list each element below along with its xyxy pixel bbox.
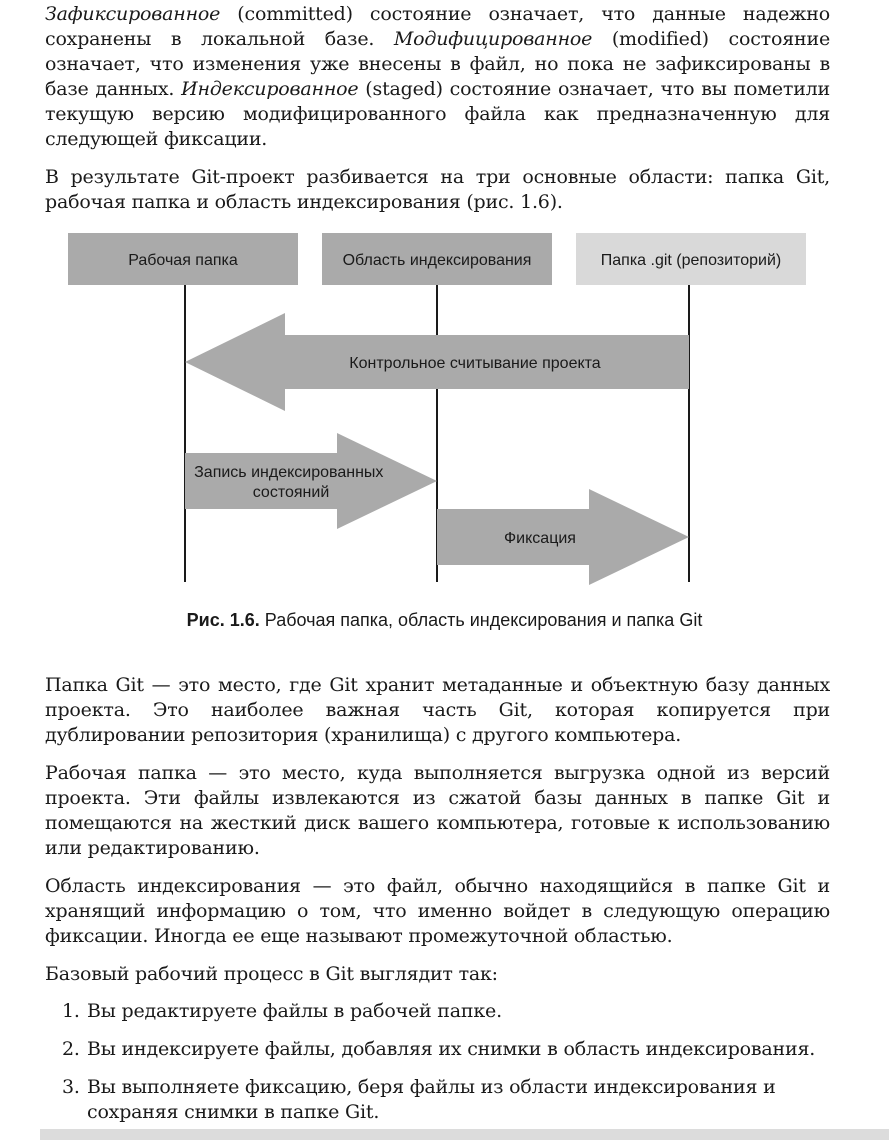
page-footer-bar (40, 1129, 889, 1140)
area-label-staging-area: Область индексирования (343, 252, 532, 269)
arrow-label-line: Фиксация (504, 530, 576, 547)
arrow-label-checkout: Контрольное считывание проекта (349, 355, 601, 372)
paragraph-staging-area: Область индексирования — это файл, обычн… (45, 875, 830, 947)
paragraph-git-folder: Папка Git — это место, где Git хранит ме… (45, 674, 830, 746)
arrow-checkout-project (185, 313, 689, 411)
term-italic: Модифицированное (393, 28, 593, 50)
term-italic: Индексированное (181, 78, 359, 100)
list-item-text: Вы редактируете файлы в рабочей папке. (87, 1000, 502, 1022)
list-item: 2. Вы индексируете файлы, добавляя их сни… (45, 1037, 830, 1062)
area-box-working-folder (68, 233, 298, 285)
paragraph-workflow-intro: Базовый рабочий процесс в Git выглядит т… (45, 963, 498, 985)
arrow-label-line: состояний (253, 484, 330, 501)
arrow-label-line: Контрольное считывание проекта (349, 355, 601, 372)
list-item-text: Вы индексируете файлы, добавляя их снимк… (87, 1038, 816, 1060)
intro-section: Зафиксированное (committed) состояние оз… (45, 2, 830, 215)
paragraph-working-folder: Рабочая папка — это место, куда выполняе… (45, 762, 830, 859)
area-label-working-folder: Рабочая папка (128, 252, 238, 269)
list-item-number: 3. (62, 1076, 80, 1098)
figure-caption: Рис. 1.6. Рабочая папка, область индекси… (0, 610, 889, 631)
text-run: (staged) состояние означает, что вы поме… (45, 78, 830, 150)
git-areas-diagram: Рабочая папка Область индексирования Пап… (68, 233, 806, 585)
arrow-commit (437, 489, 689, 585)
arrow-label-commit: Фиксация (504, 530, 576, 547)
workflow-steps-list: 1. Вы редактируете файлы в рабочей папке.… (45, 999, 830, 1125)
figure-number: Рис. 1.6. (186, 610, 260, 630)
area-box-git-repository (576, 233, 806, 285)
arrow-label-stage: Запись индексированных состояний (194, 464, 388, 501)
list-item-number: 1. (62, 1000, 80, 1022)
intro-paragraph-states: Зафиксированное (committed) состояние оз… (45, 2, 830, 152)
arrow-label-line: Запись индексированных (194, 464, 383, 481)
body-section: Папка Git — это место, где Git хранит ме… (45, 673, 830, 1125)
area-label-git-repository: Папка .git (репозиторий) (601, 252, 781, 269)
list-item: 3. Вы выполняете фиксацию, беря файлы из … (45, 1075, 830, 1125)
figure-caption-text: Рабочая папка, область индексирования и … (259, 610, 703, 630)
area-box-staging-area (322, 233, 552, 285)
list-item: 1. Вы редактируете файлы в рабочей папке. (45, 999, 830, 1024)
text-run: (modified) состояние означает, что измен… (45, 28, 830, 100)
intro-paragraph-areas: В результате Git-проект разбивается на т… (45, 166, 830, 213)
text-run: (committed) состояние означает, что данн… (45, 3, 830, 50)
list-item-number: 2. (62, 1038, 80, 1060)
term-italic: Зафиксированное (45, 3, 221, 25)
list-item-text: Вы выполняете фиксацию, беря файлы из об… (87, 1076, 776, 1123)
arrow-stage-files (185, 433, 437, 529)
